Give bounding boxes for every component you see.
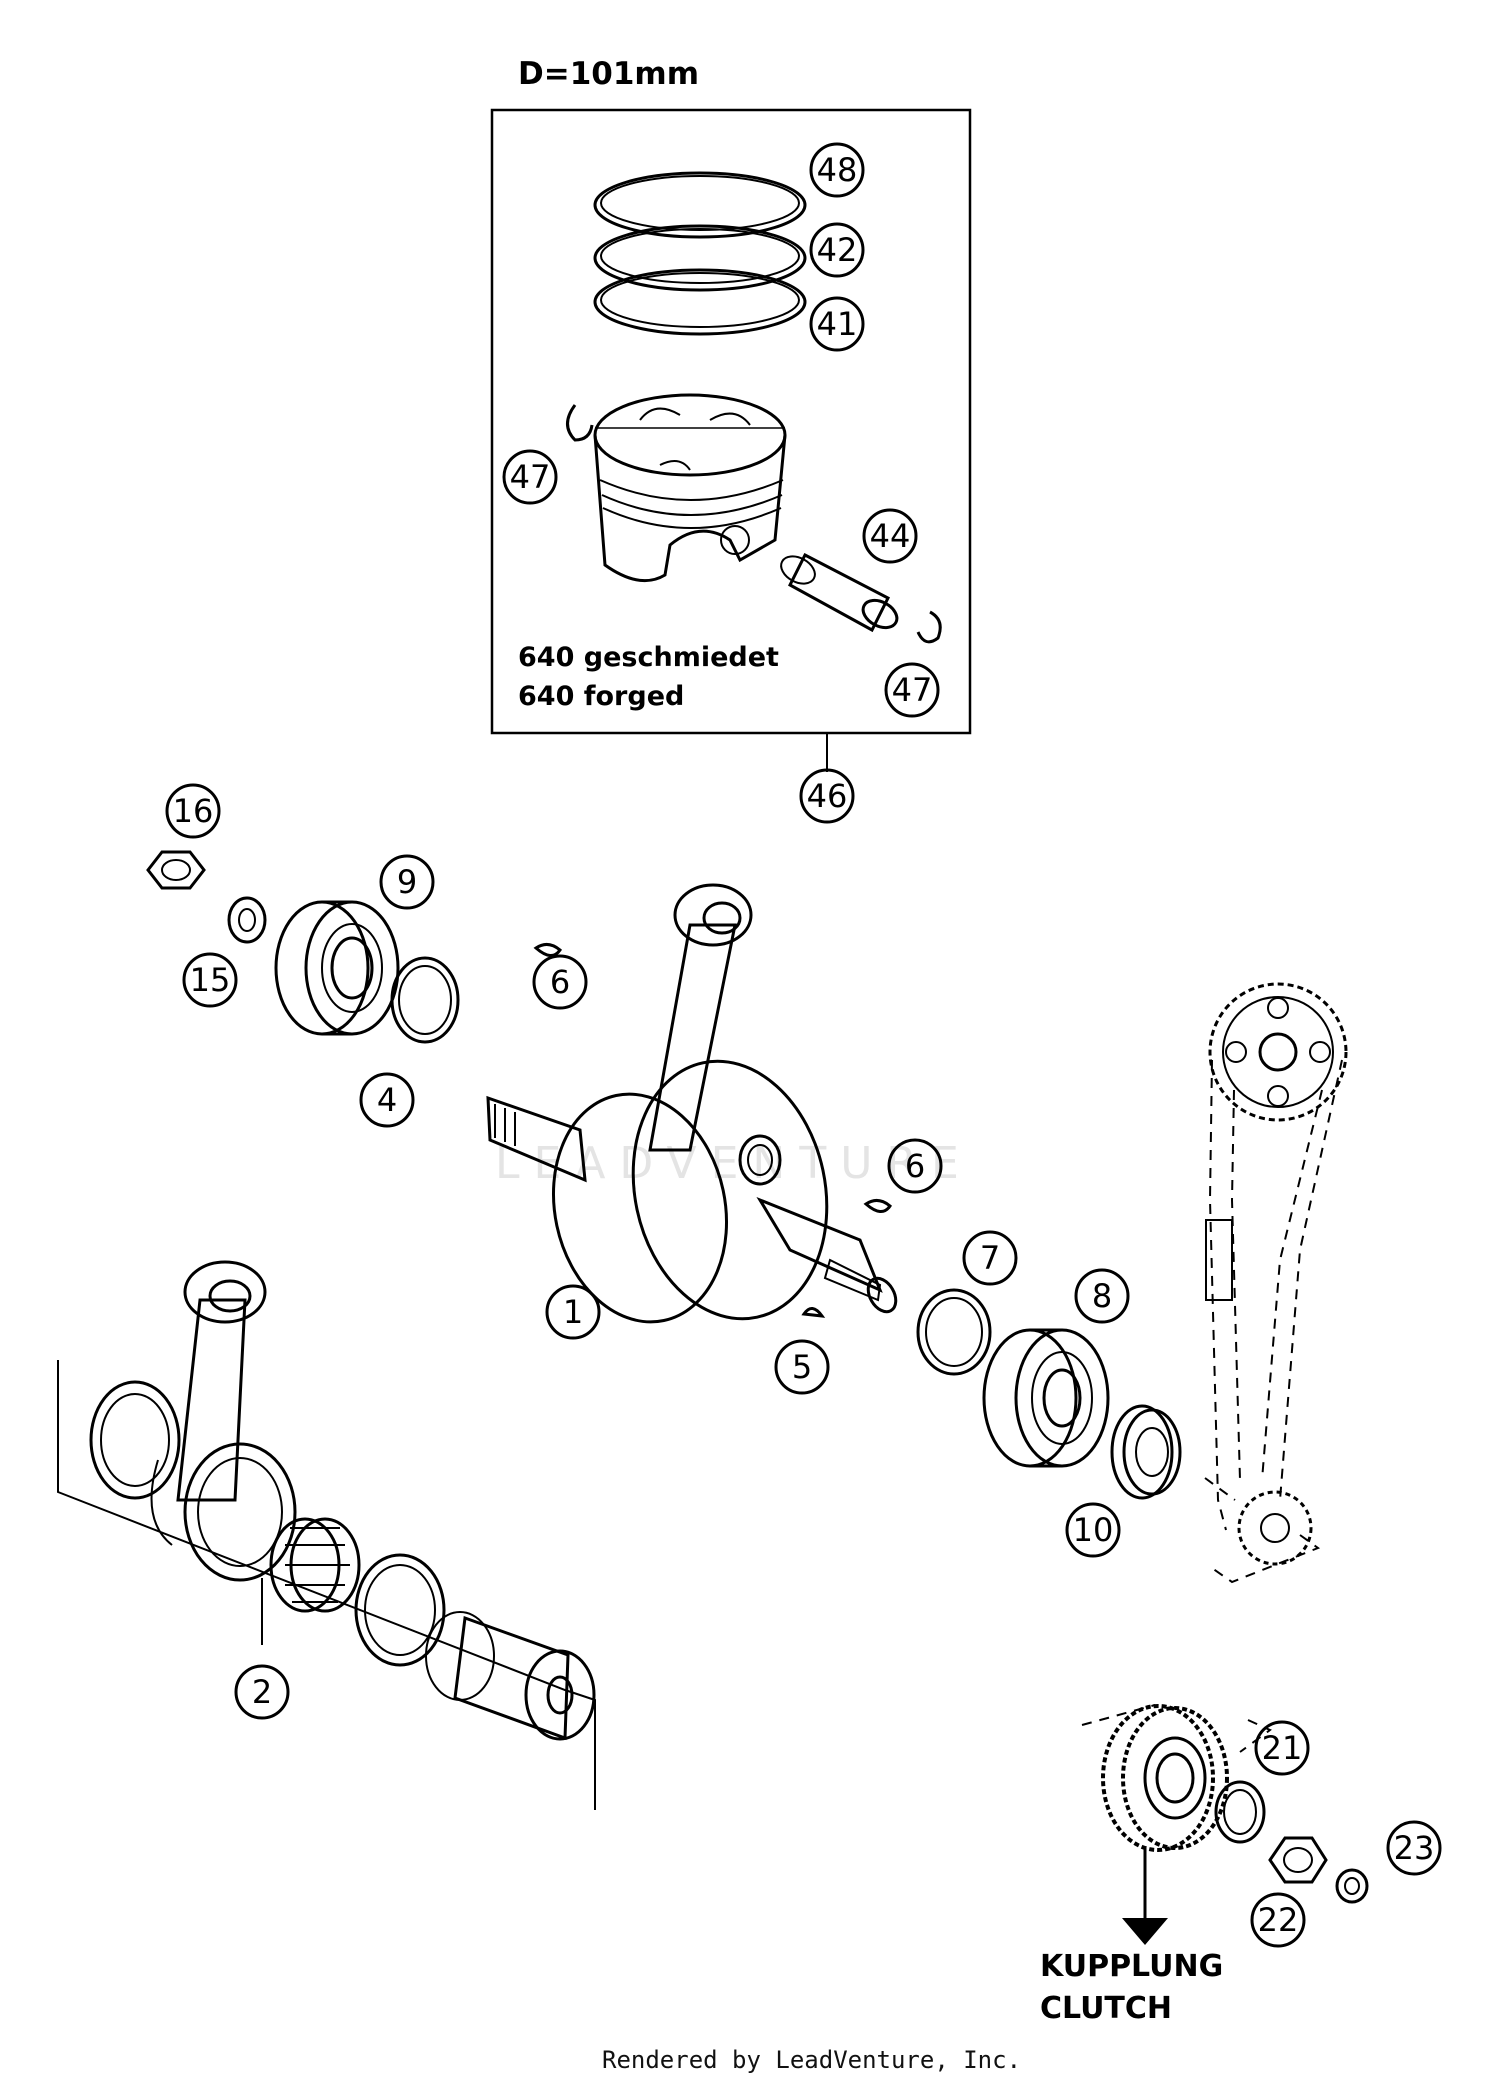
piston xyxy=(593,393,787,583)
nut-22 xyxy=(1268,1836,1328,1884)
callout-6-right: 6 xyxy=(887,1138,943,1194)
bearing-8 xyxy=(982,1328,1110,1468)
svg-text:2: 2 xyxy=(252,1673,272,1711)
svg-text:9: 9 xyxy=(397,863,417,901)
svg-text:6: 6 xyxy=(550,963,570,1001)
svg-text:4: 4 xyxy=(377,1081,397,1119)
inset-text-line1: 640 geschmiedet xyxy=(518,642,779,673)
clutch-label-en: CLUTCH xyxy=(1040,1991,1172,2026)
timing-chain xyxy=(1205,1059,1343,1531)
lock-washer-21 xyxy=(1214,1780,1266,1844)
callout-47-bottom: 47 xyxy=(884,662,940,718)
primary-gear xyxy=(1101,1704,1229,1852)
chain-guide-lines xyxy=(1204,1477,1321,1584)
callout-21: 21 xyxy=(1254,1720,1310,1776)
woodruff-key-6a xyxy=(533,943,562,957)
callout-5: 5 xyxy=(774,1339,830,1395)
crankshaft-sprocket xyxy=(1237,1490,1313,1566)
piston-ring-41 xyxy=(593,268,807,336)
svg-text:15: 15 xyxy=(190,961,231,999)
callout-48: 48 xyxy=(809,142,865,198)
clutch-label-de: KUPPLUNG xyxy=(1040,1949,1223,1984)
svg-text:47: 47 xyxy=(510,458,551,496)
callout-46: 46 xyxy=(799,768,855,824)
svg-text:6: 6 xyxy=(905,1147,925,1185)
svg-text:10: 10 xyxy=(1073,1511,1114,1549)
inset-text-line2: 640 forged xyxy=(518,681,684,712)
callout-1: 1 xyxy=(545,1284,601,1340)
piston-ring-42 xyxy=(593,224,807,292)
diameter-label: D=101mm xyxy=(518,56,699,92)
circlip-left xyxy=(566,404,594,442)
shim-7 xyxy=(916,1288,992,1376)
callout-41: 41 xyxy=(809,296,865,352)
callout-9: 9 xyxy=(379,854,435,910)
svg-text:41: 41 xyxy=(817,305,858,343)
woodruff-key-6b xyxy=(863,1199,892,1213)
conrod-kit xyxy=(57,1260,596,1810)
svg-text:47: 47 xyxy=(892,671,933,709)
crankshaft xyxy=(486,883,898,1324)
svg-text:16: 16 xyxy=(173,792,214,830)
bushing-23 xyxy=(1335,1868,1369,1904)
woodruff-key-5 xyxy=(801,1307,826,1318)
callout-8: 8 xyxy=(1074,1268,1130,1324)
watermark-text: LEADVENTURE xyxy=(495,1138,973,1189)
nut-16 xyxy=(146,850,206,890)
wrist-pin xyxy=(780,552,899,633)
callout-6-left: 6 xyxy=(532,954,588,1010)
svg-text:23: 23 xyxy=(1394,1829,1435,1867)
callout-23: 23 xyxy=(1386,1820,1442,1876)
callout-4: 4 xyxy=(359,1072,415,1128)
svg-text:1: 1 xyxy=(563,1293,583,1331)
svg-text:22: 22 xyxy=(1258,1901,1299,1939)
callout-16: 16 xyxy=(165,783,221,839)
spacer-10 xyxy=(1110,1404,1182,1500)
circlip-right xyxy=(916,610,942,644)
callout-47-top: 47 xyxy=(502,449,558,505)
bearing-9 xyxy=(274,900,400,1036)
callout-15: 15 xyxy=(182,952,238,1008)
callout-44: 44 xyxy=(862,508,918,564)
washer-15 xyxy=(227,896,267,944)
svg-text:44: 44 xyxy=(870,517,911,555)
svg-text:8: 8 xyxy=(1092,1277,1112,1315)
svg-text:21: 21 xyxy=(1262,1729,1303,1767)
piston-kit-frame xyxy=(490,108,972,735)
callout-7: 7 xyxy=(962,1230,1018,1286)
shim-4 xyxy=(390,956,460,1044)
camshaft-sprocket xyxy=(1208,982,1348,1122)
svg-text:7: 7 xyxy=(980,1239,1000,1277)
down-arrow-icon xyxy=(1122,1918,1168,1945)
svg-text:5: 5 xyxy=(792,1348,812,1386)
svg-text:48: 48 xyxy=(817,151,858,189)
svg-text:42: 42 xyxy=(817,231,858,269)
footer-credit: Rendered by LeadVenture, Inc. xyxy=(602,2046,1021,2074)
callout-42: 42 xyxy=(809,222,865,278)
svg-text:46: 46 xyxy=(807,777,848,815)
callout-22: 22 xyxy=(1250,1892,1306,1948)
callout-10: 10 xyxy=(1065,1502,1121,1558)
callout-2: 2 xyxy=(234,1664,290,1720)
